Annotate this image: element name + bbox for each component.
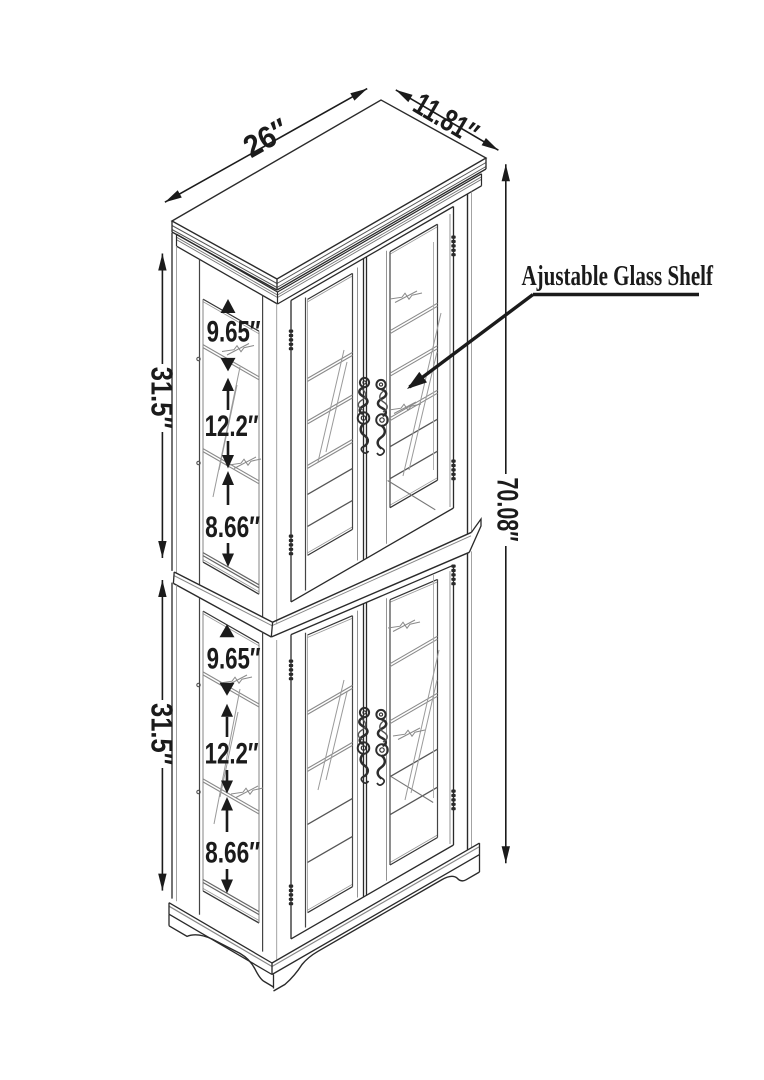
svg-text:8.66″: 8.66″	[205, 837, 260, 870]
svg-text:Ajustable Glass Shelf: Ajustable Glass Shelf	[522, 261, 714, 292]
svg-text:12.2″: 12.2″	[205, 410, 259, 443]
svg-text:12.2″: 12.2″	[205, 738, 259, 771]
svg-text:31.5″: 31.5″	[144, 367, 179, 429]
svg-text:9.65″: 9.65″	[207, 643, 261, 676]
svg-text:70.08″: 70.08″	[490, 478, 523, 542]
svg-text:31.5″: 31.5″	[144, 703, 179, 765]
svg-text:8.66″: 8.66″	[205, 511, 260, 544]
svg-text:9.65″: 9.65″	[207, 316, 261, 349]
